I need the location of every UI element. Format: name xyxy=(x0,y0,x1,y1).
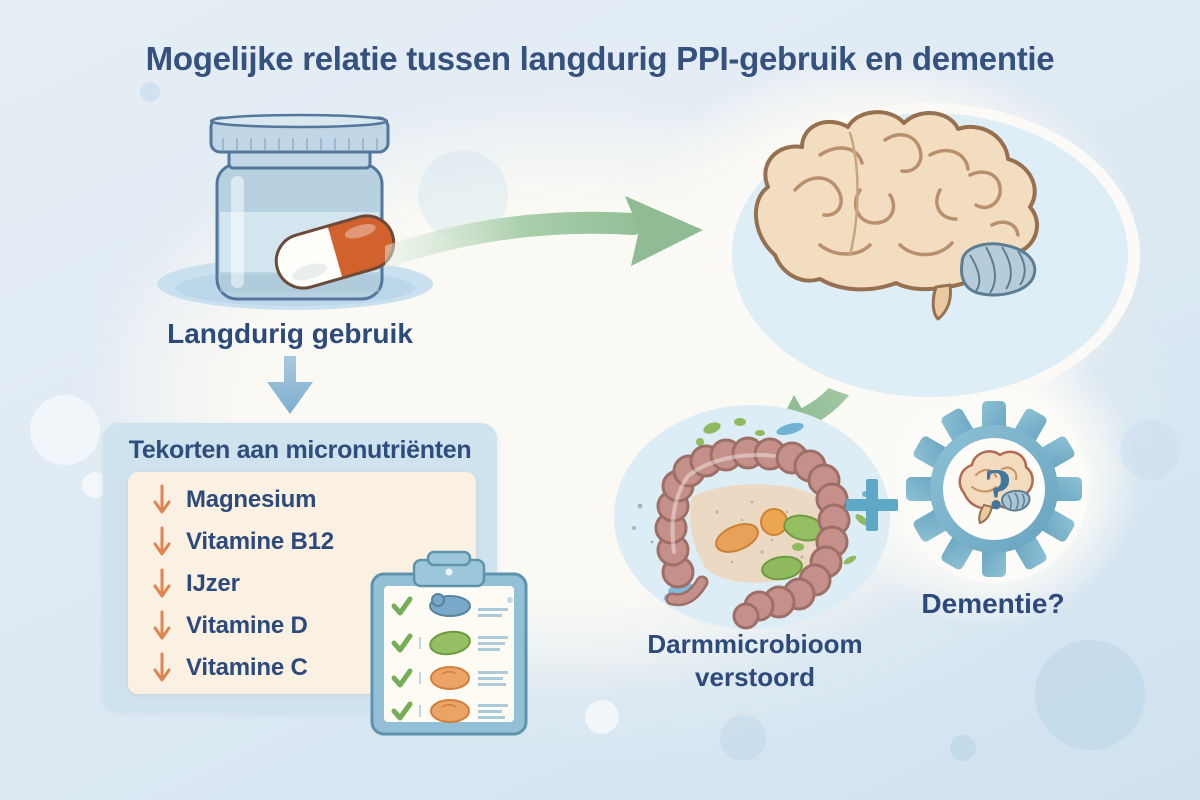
checkmark-icon xyxy=(391,633,413,653)
micronutrient-item: IJzer xyxy=(128,563,476,605)
capsule-icon xyxy=(274,214,396,290)
micronutrient-label: IJzer xyxy=(186,570,240,597)
checkmark-icon xyxy=(391,668,413,688)
checkmark-icon xyxy=(391,701,413,721)
brain-gyri xyxy=(793,131,1020,257)
background-bubble xyxy=(140,82,160,102)
checkmark-icon xyxy=(391,596,413,616)
gut-caption: Darmmicrobioom verstoord xyxy=(605,628,905,694)
down-arrow-icon xyxy=(152,652,186,684)
background-bubble xyxy=(1120,420,1180,480)
down-arrow-icon xyxy=(152,526,186,558)
bottle-caption: Langdurig gebruik xyxy=(167,318,413,349)
micronutrient-item: Vitamine B12 xyxy=(128,521,476,563)
background-bubble xyxy=(1035,640,1145,750)
brain-illustration xyxy=(720,103,1140,407)
micronutrient-item: Vitamine D xyxy=(128,605,476,647)
brain-in-gear-stem xyxy=(978,503,994,525)
pill-bottle-illustration xyxy=(157,113,433,310)
dementia-gear-illustration: ? xyxy=(900,395,1088,583)
brain-cerebrum xyxy=(754,110,1040,292)
brain-stem xyxy=(931,283,952,321)
colon xyxy=(654,436,851,630)
microbes-in-gut xyxy=(715,508,825,581)
micronutrient-label: Vitamine B12 xyxy=(186,528,334,555)
sample-blob-orange xyxy=(430,666,470,690)
micronutrient-panel-heading: Tekorten aan micronutriënten xyxy=(128,436,472,464)
micronutrient-label: Vitamine D xyxy=(186,612,308,639)
clipboard-illustration xyxy=(370,550,528,736)
brain-cerebellum xyxy=(960,242,1037,297)
sample-blob-green xyxy=(429,630,471,656)
infographic-title: Mogelijke relatie tussen langdurig PPI-g… xyxy=(145,40,1055,77)
background-bubble xyxy=(30,395,100,465)
curved-arrow-right-icon xyxy=(385,196,703,267)
background-bubble xyxy=(950,735,976,761)
down-arrow-icon xyxy=(267,356,313,414)
micronutrient-label: Vitamine C xyxy=(186,654,308,681)
brain-in-gear: ? xyxy=(958,450,1034,525)
plus-icon xyxy=(846,479,898,531)
micronutrient-item: Vitamine C xyxy=(128,647,476,689)
gut-microbiome-illustration xyxy=(614,405,890,630)
micronutrient-label: Magnesium xyxy=(186,486,317,513)
down-arrow-icon xyxy=(152,484,186,516)
gut-caption-line2: verstoord xyxy=(695,662,815,692)
background-bubble xyxy=(585,700,619,734)
micronutrient-item: Magnesium xyxy=(128,479,476,521)
question-mark: ? xyxy=(984,457,1013,522)
down-arrow-icon xyxy=(152,610,186,642)
gut-caption-line1: Darmmicrobioom xyxy=(647,629,863,659)
background-bubble xyxy=(720,715,766,761)
down-arrow-icon xyxy=(152,568,186,600)
dementia-caption: Dementie? xyxy=(921,588,1065,619)
sample-blob-orange xyxy=(430,699,470,723)
